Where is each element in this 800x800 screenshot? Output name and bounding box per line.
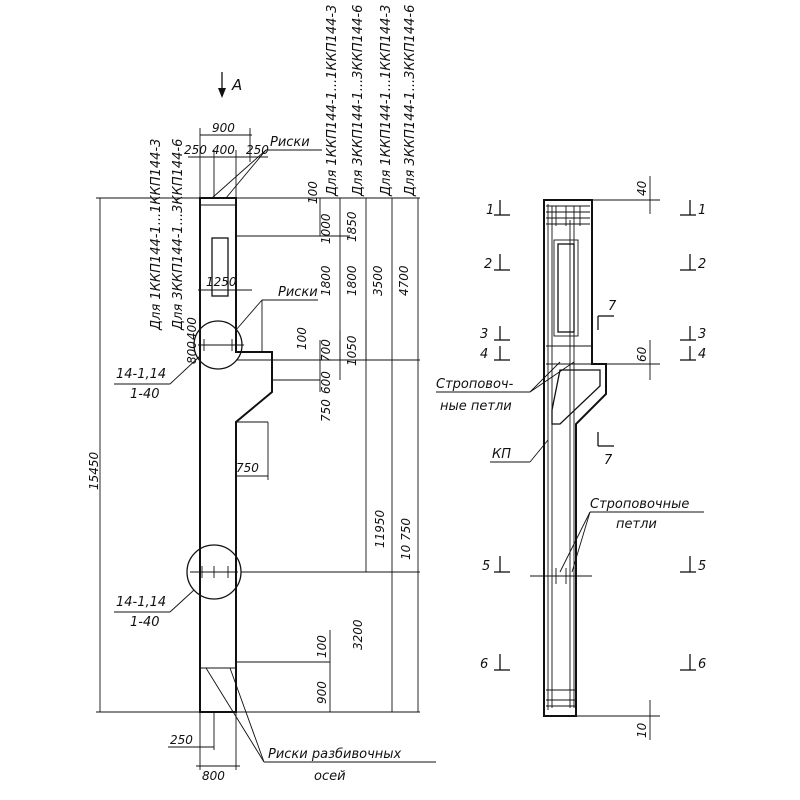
dim-100-c: 100 bbox=[315, 635, 329, 658]
kp-label-group: КП bbox=[490, 439, 549, 463]
dim-750-b: 750 bbox=[236, 461, 259, 475]
dim-250-left: 250 bbox=[184, 143, 207, 157]
cut-1-left: 1 bbox=[486, 203, 494, 218]
dim-700: 700 bbox=[319, 339, 333, 362]
top-dimensions: 900 250 400 250 bbox=[184, 121, 269, 198]
cut-3-left: 3 bbox=[480, 327, 488, 342]
dim-900-top: 900 bbox=[212, 121, 235, 135]
cut-2-right: 2 bbox=[698, 257, 706, 272]
cut-1-right: 1 bbox=[698, 203, 706, 218]
riski-mid: Риски bbox=[235, 285, 318, 352]
cut-3-right: 3 bbox=[698, 327, 706, 342]
axis-marks-label-1: Риски разбивочных bbox=[268, 747, 402, 762]
section-outline bbox=[530, 199, 607, 717]
column-label-3: Для 1ККП144-1...1ККП144-3 bbox=[379, 5, 394, 197]
dim-100-b: 100 bbox=[295, 327, 309, 350]
dim-400-top: 400 bbox=[212, 143, 235, 157]
riski-top: Риски bbox=[211, 135, 322, 199]
dim-400: 400 bbox=[185, 317, 199, 340]
cut-markers: 1 1 2 2 3 3 4 4 5 5 6 6 7 7 bbox=[480, 200, 706, 672]
cut-5-left: 5 bbox=[482, 559, 490, 574]
ref-bottom-a: 14-1,14 bbox=[116, 595, 166, 610]
dim-250-bottom: 250 bbox=[170, 733, 193, 747]
cut-2-left: 2 bbox=[484, 257, 492, 272]
loops-label-2: ные петли bbox=[440, 399, 512, 414]
dim-1800-a: 1800 bbox=[319, 265, 333, 296]
cut-7-top: 7 bbox=[608, 299, 617, 314]
cut-4-left: 4 bbox=[480, 347, 488, 362]
dim-60: 60 bbox=[635, 346, 649, 362]
dim-900: 900 bbox=[315, 681, 329, 704]
lifting-loops-upper: Строповоч- ные петли bbox=[436, 361, 575, 414]
dim-15450: 15450 bbox=[87, 451, 101, 490]
view-arrow: A bbox=[218, 72, 242, 98]
dim-800-a: 800 bbox=[185, 341, 199, 364]
dim-3200: 3200 bbox=[351, 619, 365, 650]
lifting-loops-lower: Строповочные петли bbox=[559, 497, 704, 573]
left-label-1: Для 1ККП144-1...1ККП144-3 bbox=[149, 139, 164, 331]
ref-top-b: 1-40 bbox=[130, 387, 160, 402]
ref-bottom-b: 1-40 bbox=[130, 615, 160, 630]
dim-11950: 11950 bbox=[373, 509, 387, 548]
dim-600: 600 bbox=[319, 371, 333, 394]
dim-1050: 1050 bbox=[345, 335, 359, 366]
cut-5-right: 5 bbox=[698, 559, 706, 574]
cut-4-right: 4 bbox=[698, 347, 706, 362]
kp-label: КП bbox=[492, 447, 511, 462]
loops2-label-2: петли bbox=[616, 517, 657, 532]
axis-marks-label-2: осей bbox=[314, 769, 346, 784]
ref-top: 14-1,14 1-40 bbox=[114, 355, 201, 402]
dim-10750: 10 750 bbox=[399, 518, 413, 560]
loops-label-1: Строповоч- bbox=[436, 377, 514, 392]
dim-10: 10 bbox=[635, 722, 649, 738]
dim-100-a: 100 bbox=[306, 181, 320, 204]
dim-750-a: 750 bbox=[319, 399, 333, 422]
loops2-label-1: Строповочные bbox=[590, 497, 689, 512]
riski-label-mid: Риски bbox=[278, 285, 318, 300]
right-dimension-chain bbox=[236, 197, 420, 712]
riski-label-top: Риски bbox=[270, 135, 310, 150]
dim-1000: 1000 bbox=[319, 213, 333, 244]
dim-4700: 4700 bbox=[397, 265, 411, 296]
dim-40: 40 bbox=[635, 180, 649, 196]
dim-1800-b: 1800 bbox=[345, 265, 359, 296]
ref-bottom: 14-1,14 1-40 bbox=[114, 589, 195, 630]
bottom-dims: 250 800 Риски разбивочных осей bbox=[168, 667, 436, 784]
dim-1250: 1250 bbox=[206, 275, 237, 289]
cut-6-right: 6 bbox=[698, 657, 706, 672]
column-label-2: Для 3ККП144-1...3ККП144-6 bbox=[351, 5, 366, 197]
marks-in-circles bbox=[190, 339, 420, 578]
column-label-4: Для 3ККП144-1...3ККП144-6 bbox=[403, 5, 418, 197]
view-arrow-label: A bbox=[231, 76, 242, 94]
column-label-1: Для 1ККП144-1...1ККП144-3 bbox=[325, 5, 340, 197]
section-dims: 40 60 10 bbox=[576, 176, 660, 740]
cut-6-left: 6 bbox=[480, 657, 488, 672]
ref-top-a: 14-1,14 bbox=[116, 367, 166, 382]
dim-1850: 1850 bbox=[345, 211, 359, 242]
dim-800-bottom: 800 bbox=[202, 769, 225, 783]
cut-7-bottom: 7 bbox=[604, 453, 613, 468]
dim-3500: 3500 bbox=[371, 265, 385, 296]
left-label-2: Для 3ККП144-1...3ККП144-6 bbox=[171, 139, 186, 331]
